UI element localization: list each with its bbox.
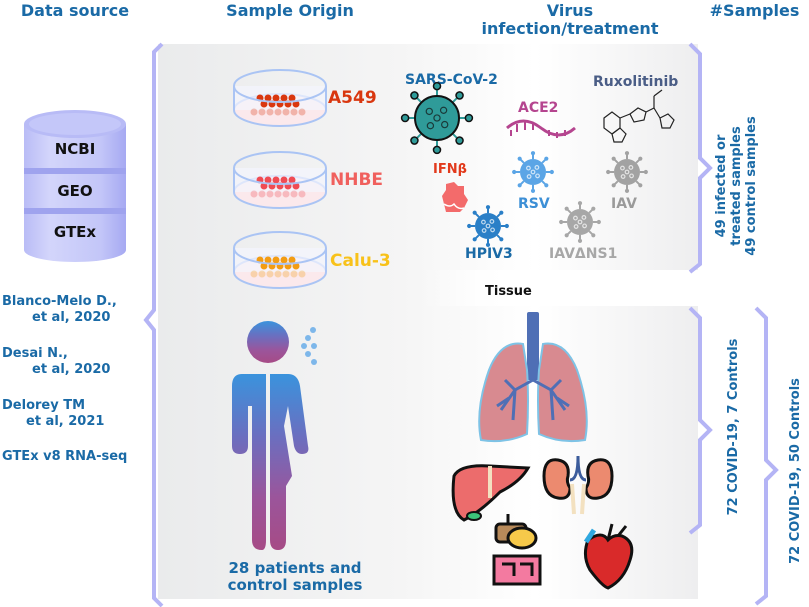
person-icon (228, 321, 338, 552)
heart-icon (583, 523, 634, 590)
treatment-ace2: ACE2 (518, 100, 559, 116)
database-icon: NCBI GEO GTEx (24, 110, 126, 262)
right-bracket-bottom (688, 306, 713, 535)
tissue-title: Tissue (485, 284, 532, 299)
petri-dish-icon (233, 69, 327, 127)
protein-icon (442, 182, 468, 212)
virus-icon (559, 201, 601, 243)
count-line2: treated samples (729, 126, 744, 246)
header-sample-origin: Sample Origin (226, 1, 354, 20)
patients-label-line2: control samples (227, 576, 363, 594)
db-layer-geo: GEO (57, 182, 93, 200)
patients-label-line1: 28 patients and (228, 559, 362, 577)
treatment-rsv: RSV (518, 196, 550, 212)
reference-blanco-melo: Blanco-Melo D., et al, 2020 (2, 294, 142, 326)
ref-line2: et al, 2020 (32, 310, 111, 325)
ref-line2: et al, 2021 (26, 414, 105, 429)
header-data-source: Data source (20, 1, 130, 20)
right-bracket-outer (754, 306, 779, 606)
lungs-icon (478, 312, 588, 443)
ref-line1: Blanco-Melo D., (2, 294, 117, 309)
molecule-structure-icon (603, 89, 675, 143)
header-samples: #Samples (709, 1, 800, 20)
panel-gap (420, 270, 710, 306)
petri-dish-icon (233, 231, 327, 289)
header-virus-infection: Virus infection/treatment (450, 2, 690, 38)
treatment-ifnb: IFNβ (433, 162, 467, 177)
db-layer-gtex: GTEx (53, 223, 97, 241)
header-virus-line2: infection/treatment (481, 19, 659, 38)
virus-icon (512, 151, 554, 193)
treatment-ruxolitinib: Ruxolitinib (593, 74, 679, 90)
tissue-sample-count: 72 COVID-19, 50 Controls (788, 378, 803, 564)
cell-line-sample-count: 49 infected or treated samples 49 contro… (714, 81, 766, 291)
ref-line1: Desai N., (2, 346, 68, 361)
treatment-iav-dns1: IAVΔNS1 (549, 246, 618, 262)
ref-line1: Delorey TM (2, 398, 86, 413)
patient-sample-count: 72 COVID-19, 7 Controls (726, 338, 741, 516)
rna-strand-icon (506, 119, 576, 138)
cell-line-a549: A549 (328, 88, 377, 108)
right-bracket-top (688, 42, 713, 274)
treatment-sars-cov-2: SARS-CoV-2 (405, 72, 498, 88)
cell-line-calu3: Calu-3 (330, 251, 391, 271)
reference-desai: Desai N., et al, 2020 (2, 346, 142, 378)
left-bracket (143, 42, 164, 607)
treatment-hpiv3: HPIV3 (465, 246, 513, 262)
kidneys-icon (542, 455, 614, 515)
virus-icon (467, 205, 509, 247)
digestive-system-icon (492, 514, 542, 586)
ref-line2: et al, 2020 (32, 362, 111, 377)
liver-icon (451, 464, 531, 522)
db-layer-ncbi: NCBI (54, 140, 96, 158)
count-line3: 49 control samples (744, 116, 759, 256)
patients-label: 28 patients and control samples (210, 560, 380, 594)
count-line1: 49 infected or (714, 134, 729, 238)
reference-gtex: GTEx v8 RNA-seq (2, 449, 128, 464)
petri-dish-icon (233, 151, 327, 209)
treatment-iav: IAV (611, 196, 637, 212)
virus-icon (606, 151, 648, 193)
cell-line-nhbe: NHBE (330, 170, 384, 190)
reference-delorey: Delorey TM et al, 2021 (2, 398, 142, 430)
header-virus-line1: Virus (546, 1, 594, 20)
coronavirus-icon (400, 81, 474, 155)
